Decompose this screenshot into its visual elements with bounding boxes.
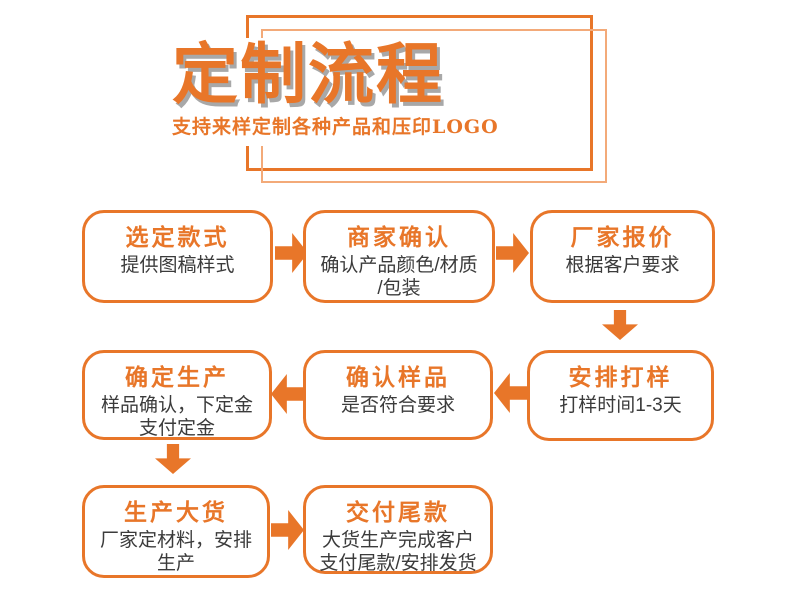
step-desc-line: 是否符合要求 (340, 395, 455, 417)
step-desc-line: /包装 (377, 278, 421, 300)
step-title: 生产大货 (124, 499, 228, 525)
step-title: 安排打样 (568, 364, 673, 390)
page-subtitle: 支持来样定制各种产品和压印LOGO (172, 116, 499, 139)
step-desc-line: 厂家定材料，安排 (99, 530, 252, 552)
page-title: 定制流程 (172, 35, 444, 113)
step-box-factory-quote: 厂家报价 根据客户要求 (530, 210, 715, 303)
step-title: 厂家报价 (570, 224, 675, 250)
step-box-arrange-sampling: 安排打样 打样时间1-3天 (527, 350, 714, 441)
step-title: 确认样品 (346, 364, 450, 390)
arrow-right-icon (271, 510, 304, 550)
step-desc-line: 提供图稿样式 (120, 255, 235, 277)
step-desc-line: 支付尾款/安排发货 (319, 553, 477, 575)
step-box-confirm-sample: 确认样品 是否符合要求 (303, 350, 493, 440)
step-box-select-style: 选定款式 提供图稿样式 (82, 210, 273, 303)
arrow-down-icon (602, 310, 638, 340)
arrow-right-icon (496, 233, 529, 273)
step-title: 商家确认 (347, 224, 451, 250)
arrow-left-icon (494, 373, 527, 413)
step-box-final-payment: 交付尾款 大货生产完成客户 支付尾款/安排发货 (303, 485, 493, 574)
step-desc-line: 生产 (156, 553, 195, 575)
step-title: 选定款式 (125, 224, 230, 250)
step-desc-line: 确认产品颜色/材质 (320, 255, 478, 277)
step-desc-line: 根据客户要求 (565, 255, 680, 277)
step-desc-line: 样品确认，下定金 (100, 395, 253, 417)
step-title: 交付尾款 (346, 499, 450, 525)
arrow-down-icon (155, 444, 191, 474)
arrow-left-icon (271, 374, 304, 414)
header-title-block: 定制流程 支持来样定制各种产品和压印LOGO (162, 38, 510, 146)
step-box-bulk-production: 生产大货 厂家定材料，安排 生产 (82, 485, 270, 578)
step-desc-line: 打样时间1-3天 (559, 395, 682, 417)
step-title: 确定生产 (125, 364, 229, 390)
step-box-confirm-production: 确定生产 样品确认，下定金 支付定金 (82, 350, 272, 440)
step-box-merchant-confirm: 商家确认 确认产品颜色/材质 /包装 (303, 210, 495, 303)
step-desc-line: 支付定金 (138, 418, 215, 440)
step-desc-line: 大货生产完成客户 (321, 530, 474, 552)
